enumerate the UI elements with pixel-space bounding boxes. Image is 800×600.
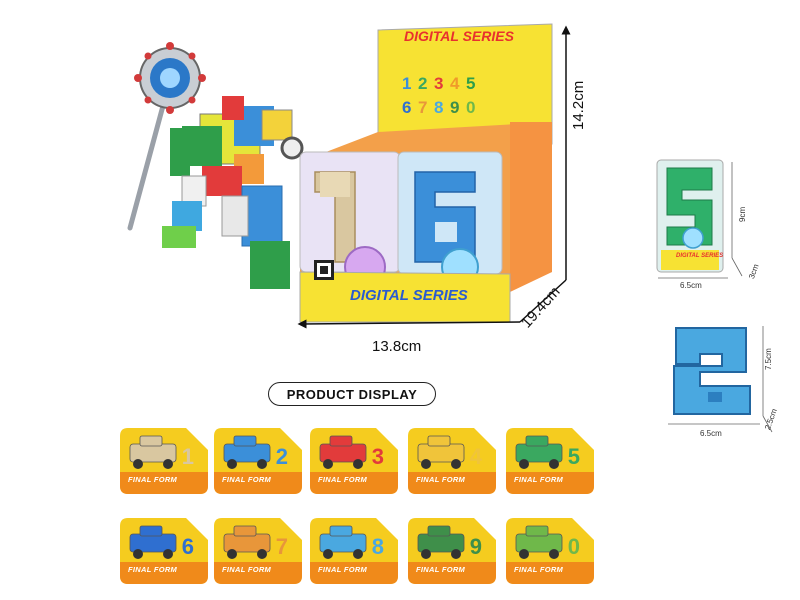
box-digit: 7 [418,98,428,117]
box-digit: 9 [450,98,460,117]
box-digit: 6 [402,98,412,117]
card-number: 3 [371,444,384,469]
boat-icon [319,525,367,559]
card-number: 9 [469,534,482,559]
robot-illustration [127,42,304,289]
card-final-form-label: FINAL FORM [514,565,564,574]
box-width-label: 13.8cm [372,338,422,355]
box-digit: 0 [466,98,476,117]
car-icon [319,435,367,469]
card-number: 7 [275,534,288,559]
box-digit: 3 [434,74,444,93]
card-number: 4 [469,444,482,469]
card-number: 2 [275,444,288,469]
box-digit: 2 [418,74,428,93]
plane-icon [417,435,465,469]
card-final-form-label: FINAL FORM [318,565,368,574]
package-brand: DIGITAL SERIES [676,253,724,259]
toy-width-label: 6.5cm [700,429,722,438]
toy-height-label: 7.5cm [764,348,773,370]
jet-icon [223,435,271,469]
number-two-toy [673,327,751,415]
package-width-label: 6.5cm [680,281,702,290]
toy-dimension-lines [668,326,773,433]
card-final-form-label: FINAL FORM [514,475,564,484]
card-number: 0 [567,534,580,559]
crane-icon [223,525,271,559]
card-final-form-label: FINAL FORM [222,565,272,574]
tracked-vehicle-icon [129,525,177,559]
box-height-label: 14.2cm [570,80,587,130]
card-final-form-label: FINAL FORM [416,475,466,484]
display-box [299,23,553,323]
card-final-form-label: FINAL FORM [128,565,178,574]
box-digit: 5 [466,74,476,93]
jeep-icon [515,525,563,559]
tank-icon [129,435,177,469]
box-digit: 1 [402,74,412,93]
package-icon [656,159,724,273]
card-final-form-label: FINAL FORM [128,475,178,484]
card-number: 8 [371,534,384,559]
artillery-icon [417,525,465,559]
card-number: 1 [181,444,194,469]
package-height-label: 9cm [738,206,747,222]
product-display-label: PRODUCT DISPLAY [268,382,436,406]
card-final-form-label: FINAL FORM [318,475,368,484]
box-digit: 8 [434,98,444,117]
dimension-arrows [297,25,571,329]
box-digit: 4 [450,74,460,93]
card-final-form-label: FINAL FORM [222,475,272,484]
box-brand-front: DIGITAL SERIES [350,287,468,304]
card-number: 5 [567,444,580,469]
cannon-truck-icon [515,435,563,469]
card-number: 6 [181,534,194,559]
package-dimension-lines [658,162,743,279]
card-final-form-label: FINAL FORM [416,565,466,574]
box-brand-top: DIGITAL SERIES [404,28,514,44]
